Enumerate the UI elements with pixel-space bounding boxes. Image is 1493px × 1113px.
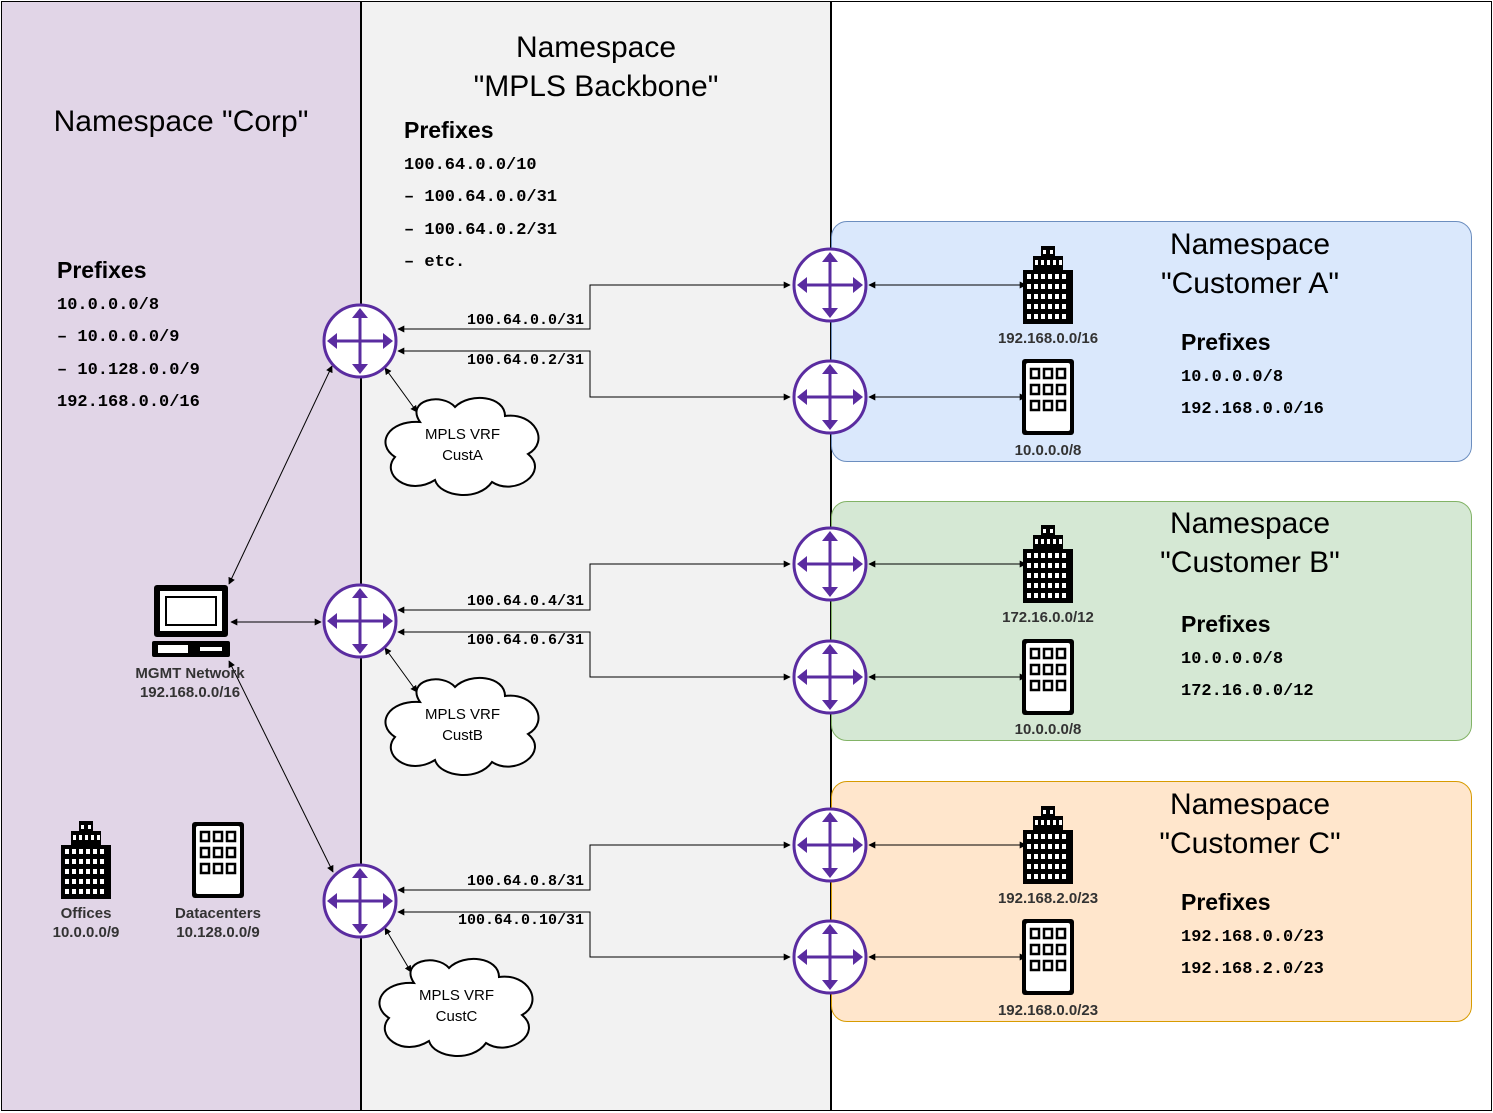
router-icon xyxy=(792,639,868,715)
corp-namespace-title: Namespace "Corp" xyxy=(53,105,309,138)
customer-b-prefix-item: 172.16.0.0/12 xyxy=(1181,682,1314,701)
datacenter-building-icon xyxy=(1022,919,1074,995)
customer-b-prefixes-heading: Prefixes xyxy=(1181,611,1271,637)
mpls-prefix-item: – 100.64.0.0/31 xyxy=(404,188,558,207)
customer-b-site-label: 10.0.0.0/8 xyxy=(1014,721,1082,738)
cloud-icon xyxy=(378,957,534,1057)
router-icon xyxy=(792,247,868,323)
offices-label: Offices xyxy=(60,905,112,922)
customer-c-prefixes-heading: Prefixes xyxy=(1181,889,1271,915)
cloud-label: MPLS VRF xyxy=(418,987,494,1004)
cloud-label: MPLS VRF xyxy=(424,706,500,723)
cloud-label: CustB xyxy=(442,727,483,744)
cloud-label: CustA xyxy=(442,447,483,464)
customer-b-site-label: 172.16.0.0/12 xyxy=(1002,609,1094,626)
office-building-icon xyxy=(1023,525,1073,603)
customer-b-namespace-box xyxy=(831,501,1472,741)
customer-a-prefixes-heading: Prefixes xyxy=(1181,329,1271,355)
cloud-label: CustC xyxy=(435,1008,478,1025)
customer-a-prefix-item: 10.0.0.0/8 xyxy=(1181,368,1284,387)
corp-prefix-item: – 10.128.0.0/9 xyxy=(57,361,200,380)
customer-c-site-label: 192.168.0.0/23 xyxy=(997,1002,1099,1019)
customer-c-site-label: 192.168.2.0/23 xyxy=(997,890,1099,907)
link-label: 100.64.0.2/31 xyxy=(466,352,584,369)
customer-c-title-line2: "Customer C" xyxy=(1159,827,1341,860)
customer-a-prefix-item: 192.168.0.0/16 xyxy=(1181,400,1324,419)
mpls-prefixes-heading: Prefixes xyxy=(404,117,494,143)
cloud-icon xyxy=(384,676,540,776)
corp-prefixes-heading: Prefixes xyxy=(57,257,147,283)
customer-a-site-label: 192.168.0.0/16 xyxy=(997,330,1099,347)
mpls-prefix-item: – 100.64.0.2/31 xyxy=(404,221,558,240)
customer-b-title-line2: "Customer B" xyxy=(1160,546,1340,579)
customer-a-title-line1: Namespace xyxy=(1169,228,1331,261)
datacenters-label: Datacenters xyxy=(175,905,261,922)
router-icon xyxy=(792,807,868,883)
cloud-label: MPLS VRF xyxy=(424,426,500,443)
link-label: 100.64.0.4/31 xyxy=(466,593,584,610)
customer-b-prefix-item: 10.0.0.0/8 xyxy=(1181,650,1284,669)
offices-prefix: 10.0.0.0/9 xyxy=(52,924,120,941)
mpls-namespace-title-line2: "MPLS Backbone" xyxy=(473,70,719,103)
datacenters-prefix: 10.128.0.0/9 xyxy=(176,924,260,941)
link-label: 100.64.0.10/31 xyxy=(457,912,584,929)
corp-prefix-item: 10.0.0.0/8 xyxy=(57,296,160,315)
mpls-prefix-item: – etc. xyxy=(404,253,466,272)
router-icon xyxy=(322,303,398,379)
office-building-icon xyxy=(1023,806,1073,884)
mgmt-network-prefix: 192.168.0.0/16 xyxy=(139,684,241,701)
customer-a-namespace-box xyxy=(831,221,1472,462)
mpls-namespace-title-line1: Namespace xyxy=(515,31,677,64)
corp-prefix-item: 192.168.0.0/16 xyxy=(57,393,200,412)
link-label: 100.64.0.6/31 xyxy=(466,632,584,649)
router-icon xyxy=(322,583,398,659)
router-icon xyxy=(322,863,398,939)
datacenter-building-icon xyxy=(1022,359,1074,435)
customer-a-site-label: 10.0.0.0/8 xyxy=(1014,442,1082,459)
office-building-icon xyxy=(1023,246,1073,324)
link-label: 100.64.0.8/31 xyxy=(466,873,584,890)
router-icon xyxy=(792,919,868,995)
customer-b-title-line1: Namespace xyxy=(1169,507,1331,540)
router-icon xyxy=(792,359,868,435)
computer-icon xyxy=(152,585,230,657)
datacenter-building-icon xyxy=(192,822,244,898)
customer-c-namespace-box xyxy=(831,781,1472,1022)
customer-c-prefix-item: 192.168.2.0/23 xyxy=(1181,960,1324,979)
cloud-icon xyxy=(384,396,540,496)
datacenter-building-icon xyxy=(1022,639,1074,715)
corp-prefix-item: – 10.0.0.0/9 xyxy=(57,328,180,347)
link-label: 100.64.0.0/31 xyxy=(466,312,584,329)
office-building-icon xyxy=(61,821,111,899)
mpls-prefix-item: 100.64.0.0/10 xyxy=(404,156,537,175)
customer-c-title-line1: Namespace xyxy=(1169,788,1331,821)
customer-a-title-line2: "Customer A" xyxy=(1160,267,1340,300)
customer-c-prefix-item: 192.168.0.0/23 xyxy=(1181,928,1324,947)
mgmt-network-label: MGMT Network xyxy=(135,665,245,682)
router-icon xyxy=(792,526,868,602)
